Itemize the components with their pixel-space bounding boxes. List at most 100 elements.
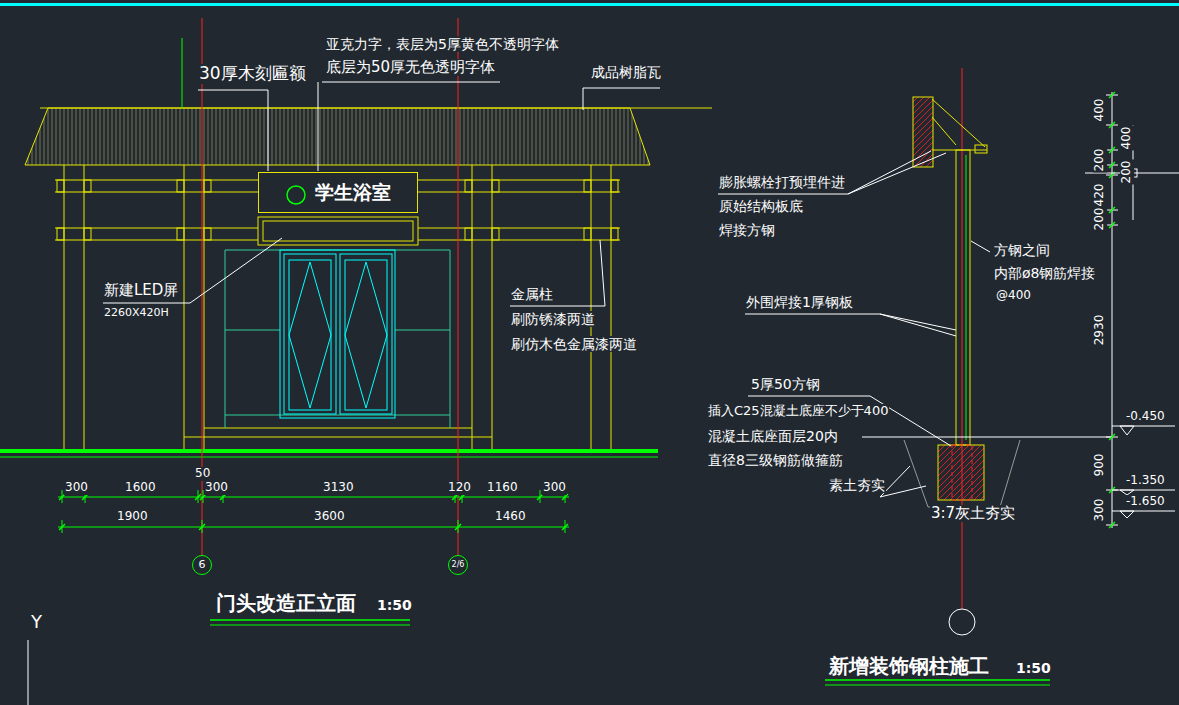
- hatch-line: [328, 108, 329, 165]
- hatch-line: [364, 108, 365, 165]
- hatch-line: [512, 108, 513, 165]
- hatch-line: [524, 108, 525, 165]
- hatch-line: [608, 108, 609, 165]
- drawing-title: 1:50: [376, 597, 413, 613]
- hatch-line: [204, 108, 205, 165]
- door-leaf: [284, 254, 336, 414]
- beam-line: [55, 180, 258, 181]
- ground-line: [0, 449, 658, 453]
- hatch-line: [596, 108, 597, 165]
- annotation-text: 新建LED屏: [103, 282, 179, 299]
- hatch-line: [436, 108, 437, 165]
- annotation-text: 原始结构板底: [718, 198, 804, 214]
- hatch-line: [148, 108, 149, 165]
- leader-line: [322, 82, 500, 83]
- metal-post: [472, 165, 473, 450]
- dimension-text: 200: [1093, 148, 1107, 173]
- level-marker: [1120, 426, 1134, 435]
- leader-line: [318, 82, 319, 171]
- hatch-line: [536, 108, 537, 165]
- hatch-line: [340, 108, 341, 165]
- hatch-line: [288, 108, 289, 165]
- dimension-tick: [199, 524, 205, 530]
- hatch-line: [300, 108, 301, 165]
- dimension-text: 300: [1093, 498, 1107, 523]
- hatch-line: [520, 108, 521, 165]
- hatch-line: [380, 108, 381, 165]
- hatch-line: [332, 108, 333, 165]
- annotation-text: 30厚木刻匾额: [198, 64, 307, 84]
- hatch-line: [829, 90, 919, 180]
- dimension-tick: [455, 524, 461, 530]
- annotation-text: 1160: [486, 481, 519, 495]
- annotation-text: 插入C25混凝土底座不少于400: [707, 404, 889, 419]
- annotation-text: 方钢之间: [993, 242, 1051, 258]
- hatch-line: [612, 108, 613, 165]
- dimension-line: [58, 497, 569, 498]
- annotation-text: 50: [194, 467, 211, 481]
- beam-line: [55, 192, 258, 193]
- hatch-line: [937, 90, 1027, 180]
- metal-post: [611, 165, 612, 450]
- hatch-line: [356, 108, 357, 165]
- hatch-line: [895, 90, 985, 180]
- hatch-line: [64, 108, 65, 165]
- hatch-line: [600, 108, 601, 165]
- hatch-line: [568, 108, 569, 165]
- dimension-tick: [562, 494, 568, 500]
- annotation-text: -0.450: [1125, 410, 1166, 424]
- hatch-line: [452, 108, 453, 165]
- hatch-line: [907, 90, 997, 180]
- dimension-text: 2930: [1093, 314, 1107, 347]
- hatch-line: [432, 108, 433, 165]
- hatch-line: [496, 108, 497, 165]
- hatch-line: [124, 108, 125, 165]
- beam-line: [418, 228, 620, 229]
- beam-joint: [492, 228, 499, 240]
- glass-panel: [225, 330, 280, 331]
- hatch-line: [56, 108, 57, 165]
- hatch-line: [60, 108, 61, 165]
- hatch-line: [168, 108, 169, 165]
- hatch-line: [636, 108, 637, 165]
- leader-line: [583, 88, 660, 89]
- beam-joint: [465, 228, 472, 240]
- hatch-line: [132, 108, 133, 165]
- hatch-line: [484, 108, 485, 165]
- leader-line: [583, 88, 584, 110]
- door-frame: [280, 250, 395, 418]
- hatch-line: [312, 108, 313, 165]
- hatch-line: [472, 108, 473, 165]
- beam-joint: [584, 180, 591, 192]
- trench-outline: [904, 440, 1020, 507]
- hatch-line: [72, 108, 73, 165]
- leader-line: [848, 153, 946, 194]
- hatch-line: [928, 440, 998, 510]
- hatch-line: [408, 108, 409, 165]
- wood-plaque-section: [913, 97, 933, 167]
- beam-joint: [204, 228, 211, 240]
- hatch-line: [84, 108, 85, 165]
- hatch-line: [284, 108, 285, 165]
- hatch-line: [240, 108, 241, 165]
- hatch-line: [320, 108, 321, 165]
- hatch-line: [48, 108, 49, 165]
- door-leaf: [340, 254, 392, 414]
- hatch-line: [152, 108, 153, 165]
- hatch-line: [428, 108, 429, 165]
- roof-edge: [932, 99, 985, 147]
- annotation-text: 成品树脂瓦: [590, 64, 662, 80]
- hatch-line: [208, 108, 209, 165]
- annotation-text: -1.650: [1125, 495, 1166, 509]
- metal-post: [492, 165, 493, 450]
- dimension-text: 900: [1093, 453, 1107, 478]
- hatch-line: [564, 108, 565, 165]
- beam-line: [55, 240, 258, 241]
- hatch-line: [859, 90, 949, 180]
- hatch-line: [196, 108, 197, 165]
- hatch-line: [344, 108, 345, 165]
- hatch-line: [120, 108, 121, 165]
- dimension-text: 400: [1093, 98, 1107, 123]
- hatch-line: [576, 108, 577, 165]
- hatch-line: [949, 90, 1039, 180]
